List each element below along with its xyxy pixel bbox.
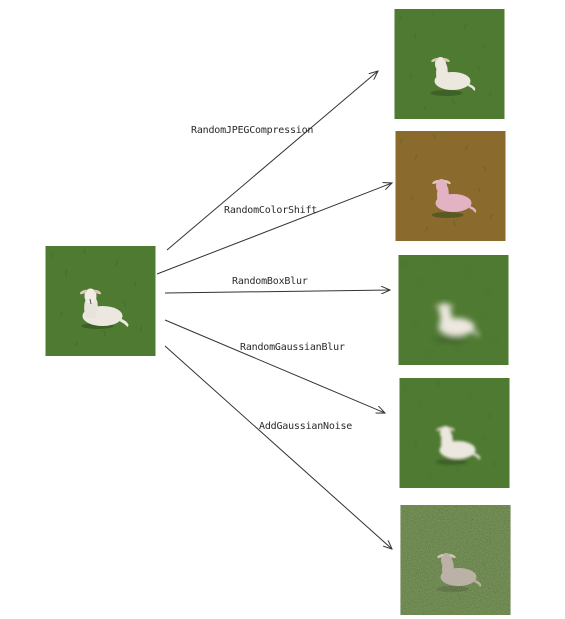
lamb-photo-icon — [395, 131, 506, 241]
arrow-box-blur — [164, 290, 390, 293]
label-gaussian-blur: RandomGaussianBlur — [240, 342, 345, 353]
arrow-jpeg — [166, 71, 378, 251]
output-image-gaussian-blur — [399, 378, 510, 488]
arrow-color-shift — [156, 183, 392, 275]
arrow-gaussian-blur — [164, 319, 385, 413]
output-image-color-shift — [395, 131, 506, 241]
label-jpeg-compression: RandomJPEGCompression — [191, 125, 314, 136]
label-box-blur: RandomBoxBlur — [232, 276, 308, 287]
lamb-photo-icon — [400, 505, 511, 615]
source-image — [45, 246, 156, 356]
arrow-noise — [164, 345, 392, 549]
lamb-photo-icon — [394, 9, 505, 119]
lamb-photo-icon — [399, 378, 510, 488]
output-image-noise — [400, 505, 511, 615]
lamb-photo-icon — [45, 246, 156, 356]
output-image-jpeg — [394, 9, 505, 119]
output-image-box-blur — [398, 255, 509, 365]
label-color-shift: RandomColorShift — [224, 205, 318, 216]
label-gaussian-noise: AddGaussianNoise — [259, 421, 353, 432]
lamb-photo-icon — [398, 255, 509, 365]
